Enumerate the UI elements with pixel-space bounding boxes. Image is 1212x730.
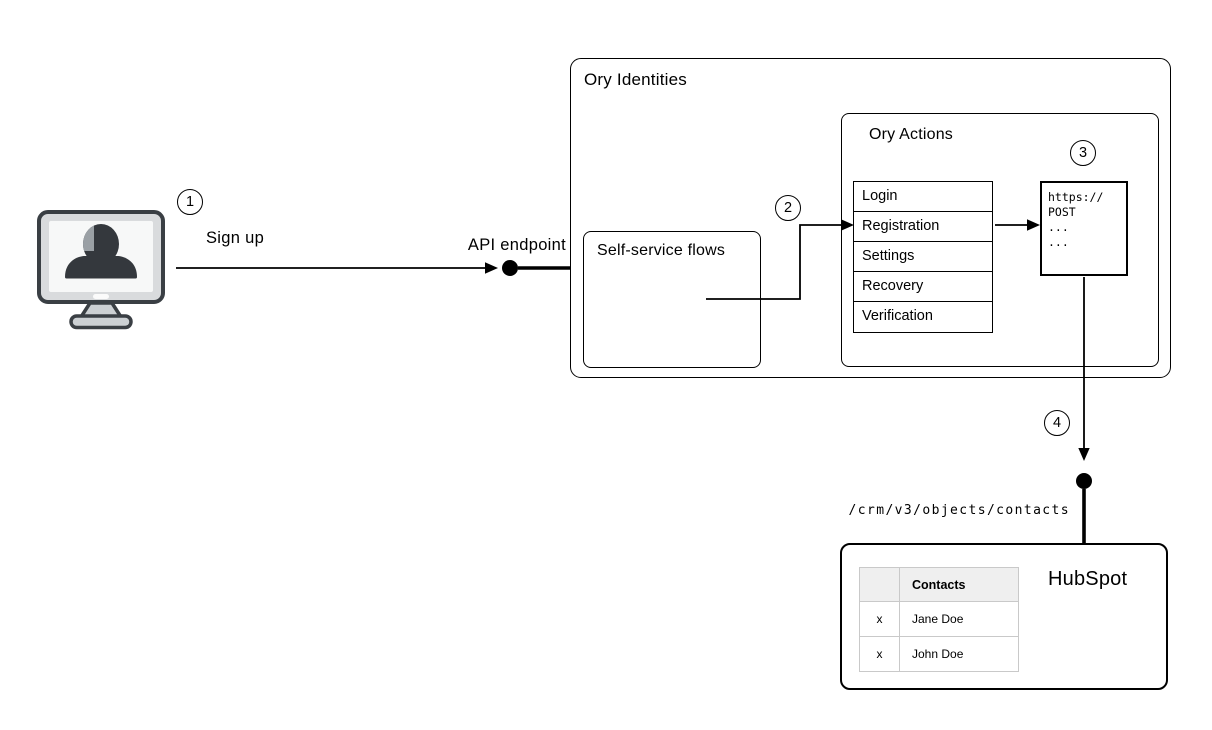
webhook-code-line: https:// [1048, 190, 1104, 204]
contact-row-jane: x Jane Doe [860, 601, 1018, 636]
contacts-header-mark-cell [860, 568, 900, 601]
signup-arrow [176, 262, 498, 274]
contacts-table: Contacts x Jane Doe x John Doe [859, 567, 1019, 672]
hubspot-box: HubSpot Contacts x Jane Doe x John Doe [840, 543, 1168, 690]
step-2-badge: 2 [775, 195, 801, 221]
contact-name: Jane Doe [912, 612, 964, 626]
ory-identities-title: Ory Identities [584, 70, 687, 89]
monitor-base [69, 314, 133, 330]
contact-name: John Doe [912, 647, 964, 661]
contact-mark: x [860, 602, 900, 636]
ory-actions-title: Ory Actions [869, 126, 954, 143]
hubspot-endpoint-dot [1076, 473, 1092, 489]
flow-row-login: Login [854, 182, 992, 212]
hubspot-title: HubSpot [1048, 568, 1128, 590]
webhook-code-box: https:// POST ... ... [1040, 181, 1128, 276]
step-4-badge: 4 [1044, 410, 1070, 436]
api-endpoint-dot [502, 260, 518, 276]
self-service-flows-box: Self-service flows [583, 231, 761, 368]
step-1-badge: 1 [177, 189, 203, 215]
flow-row-verification: Verification [862, 308, 933, 324]
self-service-flows-title: Self-service flows [597, 242, 726, 259]
contacts-table-header-row: Contacts [860, 568, 1018, 601]
crm-path-label: /crm/v3/objects/contacts [848, 503, 1070, 518]
step-3-badge: 3 [1070, 140, 1096, 166]
monitor-button [93, 294, 109, 299]
contacts-header-label: Contacts [912, 577, 966, 592]
person-silhouette-icon [65, 224, 137, 279]
sign-up-label: Sign up [206, 229, 265, 247]
webhook-code-line: POST [1048, 205, 1076, 219]
user-device-icon [37, 210, 165, 331]
api-endpoint-label: API endpoint [467, 236, 566, 254]
contact-row-john: x John Doe [860, 636, 1018, 671]
contact-mark: x [860, 637, 900, 671]
webhook-code-line: ... [1048, 220, 1069, 234]
flow-table: Login Registration Settings Recovery Ver… [853, 181, 993, 333]
flow-row-registration: Registration [854, 212, 992, 242]
flow-row-settings: Settings [854, 242, 992, 272]
flow-row-recovery: Recovery [854, 272, 992, 302]
webhook-code-line: ... [1048, 235, 1069, 249]
